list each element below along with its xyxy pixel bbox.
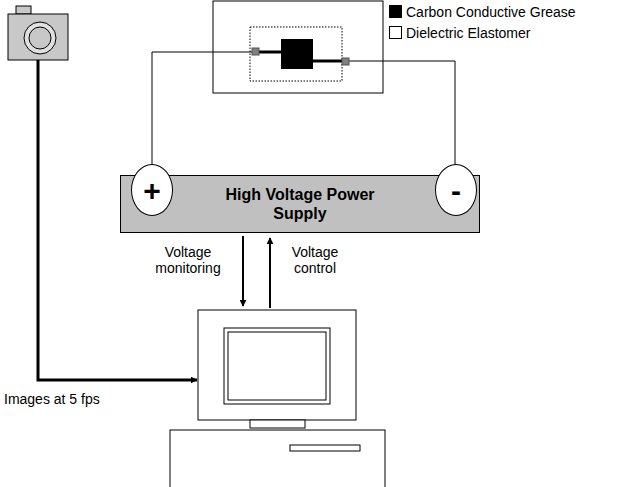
terminal-sign: - bbox=[451, 174, 461, 207]
terminal-circle: - bbox=[435, 164, 477, 216]
electrode-contact bbox=[252, 48, 259, 55]
power-supply-box: High Voltage Power Supply + - bbox=[120, 175, 480, 233]
camera-icon bbox=[8, 6, 68, 60]
box-title: High Voltage Power Supply bbox=[225, 185, 375, 223]
signal-label: Voltage control bbox=[279, 244, 351, 276]
terminal-sign: + bbox=[143, 174, 161, 207]
legend-swatch bbox=[389, 5, 402, 18]
signal-arrow bbox=[269, 238, 271, 308]
elastomer-sample bbox=[213, 1, 383, 93]
computer-icon bbox=[170, 310, 385, 487]
legend-text: Dielectric Elastomer bbox=[406, 25, 530, 41]
wire bbox=[152, 52, 455, 165]
electrode-contact bbox=[342, 58, 349, 65]
terminal-circle: + bbox=[131, 164, 173, 216]
legend-text: Carbon Conductive Grease bbox=[406, 4, 576, 20]
signal-arrow bbox=[242, 236, 244, 306]
signal-label: Images at 5 fps bbox=[4, 391, 184, 407]
legend-swatch bbox=[389, 26, 402, 39]
signal-label: Voltage monitoring bbox=[138, 244, 238, 276]
